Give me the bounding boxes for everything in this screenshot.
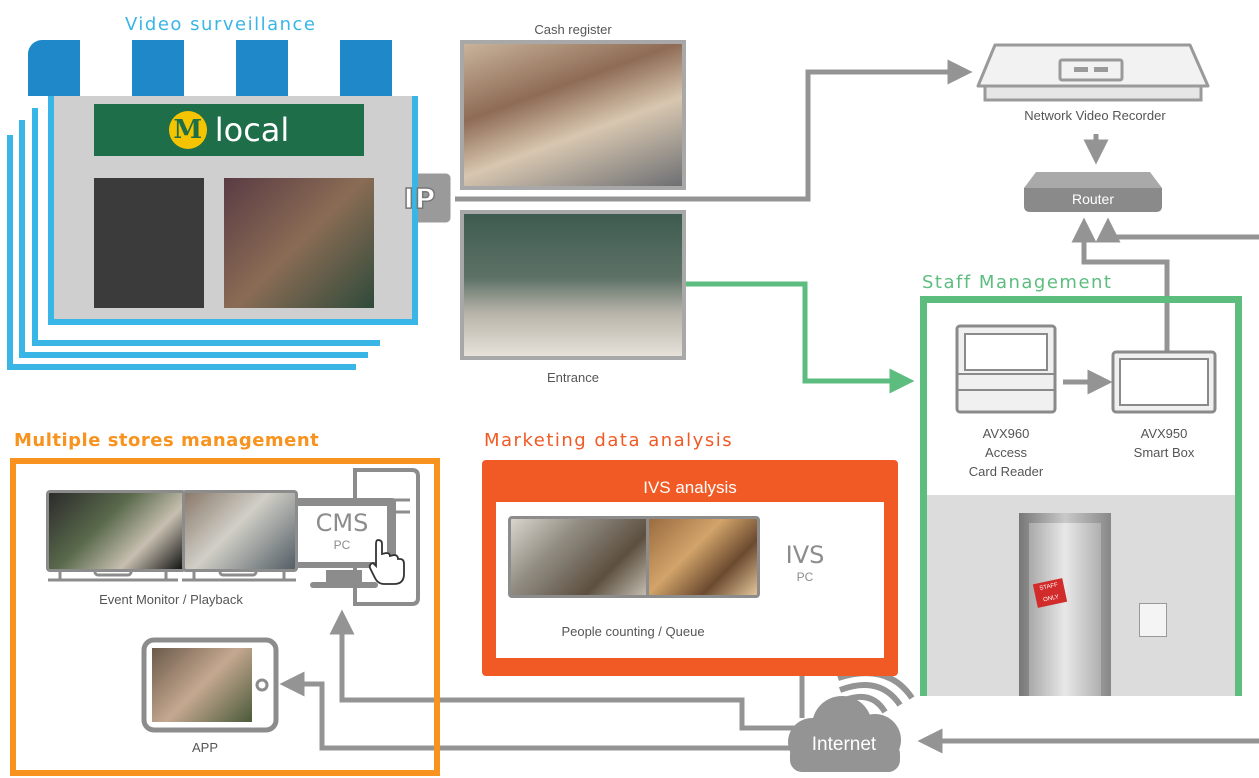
arrow-entrance-to-staff [660, 281, 915, 394]
ivs-analysis-title: IVS analysis [643, 478, 737, 497]
store-facade: M local [48, 80, 418, 325]
heading-video-surveillance: Video surveillance [125, 14, 317, 35]
internet-label: Internet [811, 734, 877, 755]
avx950-model: AVX950 [1140, 426, 1188, 441]
cash-register-label: Cash register [534, 22, 612, 37]
app-screen [152, 648, 252, 722]
arrow-smartbox-to-router [1071, 217, 1170, 412]
ivs-label: IVS [785, 541, 825, 569]
entrance-label: Entrance [546, 370, 600, 385]
cms-pc-label: PC [333, 538, 351, 552]
store-door [94, 178, 204, 308]
door-reader [1139, 603, 1167, 637]
store-window [224, 178, 374, 308]
arrow-right-to-router [1095, 217, 1259, 243]
multiple-stores-panel [10, 458, 440, 776]
arrow-internet-to-cms [329, 609, 802, 731]
cms-hand-cursor-icon [368, 539, 405, 585]
nvr-icon [976, 43, 1210, 102]
store-sign: M local [94, 104, 364, 156]
store-sign-logo: M [168, 111, 207, 149]
store-sign-text: local [214, 111, 290, 149]
avx950-caption: AVX950 Smart Box [1110, 424, 1218, 462]
avx950-line2: Smart Box [1133, 445, 1195, 460]
people-counting-label: People counting / Queue [561, 624, 705, 639]
nvr-label: Network Video Recorder [1024, 108, 1166, 123]
event-monitor-screen-2 [182, 490, 298, 572]
store-awning [28, 40, 440, 96]
arrow-camera-to-nvr [455, 59, 973, 202]
app-label: APP [191, 740, 218, 755]
staff-management-panel: STAFF ONLY [920, 296, 1242, 696]
heading-multiple-stores: Multiple stores management [14, 430, 320, 451]
avx960-caption: AVX960 Access Card Reader [950, 424, 1062, 481]
avx960-line3: Card Reader [968, 464, 1044, 479]
router-label: Router [1071, 191, 1115, 207]
access-card-reader-icon [955, 324, 1057, 414]
smart-box-icon [1111, 350, 1217, 414]
internet-cloud-icon [788, 670, 915, 772]
cash-register-feed [460, 40, 686, 190]
arrow-internet-to-app [279, 671, 790, 751]
entrance-feed [460, 210, 686, 360]
ivs-screen-1 [508, 516, 652, 598]
store-stack-frames [7, 108, 380, 370]
ivs-pc-label: PC [796, 570, 814, 584]
heading-marketing: Marketing data analysis [484, 430, 734, 451]
event-monitor-label: Event Monitor / Playback [99, 592, 243, 607]
router-icon [1024, 172, 1162, 212]
door-panel [1029, 523, 1101, 696]
cms-monitor-stands [48, 567, 296, 582]
store-front: M local [28, 40, 440, 325]
heading-staff-management: Staff Management [922, 272, 1113, 293]
avx960-line2: Access [985, 445, 1027, 460]
avx960-model: AVX960 [982, 426, 1030, 441]
door-image: STAFF ONLY [927, 495, 1235, 696]
ivs-screen-2 [646, 516, 760, 598]
cms-label: CMS [315, 509, 369, 537]
ip-camera-label: IP [403, 181, 437, 216]
event-monitor-screen-1 [46, 490, 186, 572]
